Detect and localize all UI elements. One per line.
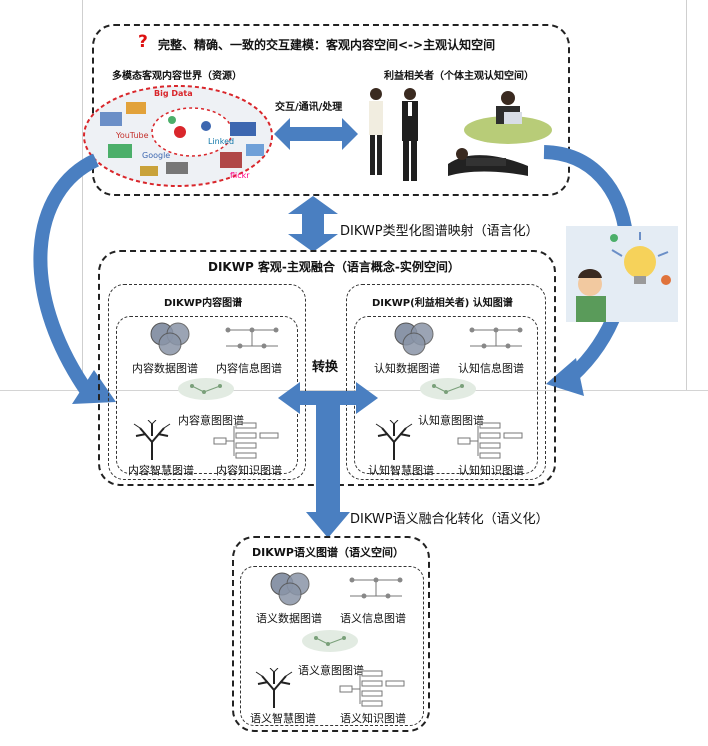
semantic-info-network-icon [349, 577, 403, 599]
semantic-intent-cloud-icon [302, 630, 358, 652]
mapping-arrow [288, 196, 338, 252]
semantic-inner [240, 566, 424, 726]
content-data-label: 内容数据图谱 [132, 362, 198, 375]
content-intent-label: 内容意图图谱 [178, 414, 244, 427]
content-info-network-icon [225, 327, 279, 349]
cognitive-wisdom-tree-icon [375, 420, 413, 460]
convert-label: 转换 [312, 360, 339, 375]
mapping-label: DIKWP类型化图谱映射（语言化） [340, 224, 539, 239]
cognitive-wisdom-label: 认知智慧图谱 [368, 464, 434, 477]
semantic-wisdom-label: 语义智慧图谱 [250, 712, 316, 725]
semantic-intent-label: 语义意图图谱 [298, 664, 364, 677]
conversion-arrows [278, 382, 378, 538]
cognitive-graph-panel [346, 284, 546, 480]
stakeholder-people [369, 88, 552, 181]
fusion-title: DIKWP 客观-主观融合（语言概念-实例空间） [208, 260, 460, 274]
cognitive-data-label: 认知数据图谱 [374, 362, 440, 375]
collage-word-linked: Linked [208, 137, 234, 146]
interaction-label: 交互/通讯/处理 [275, 102, 343, 113]
content-data-venn-icon [150, 322, 190, 356]
stakeholder-label: 利益相关者（个体主观认知空间） [384, 71, 534, 82]
content-intent-cloud-icon [178, 378, 234, 400]
content-knowledge-tree-icon [213, 422, 279, 459]
left-curve-arrow [33, 153, 116, 404]
content-wisdom-label: 内容智慧图谱 [128, 464, 194, 477]
semantic-label: DIKWP语义融合化转化（语义化） [350, 512, 549, 527]
content-info-label: 内容信息图谱 [216, 362, 282, 375]
collage-word-flickr: flickr [230, 171, 250, 180]
collage-word-youtube: YouTube [115, 131, 149, 140]
cognitive-info-label: 认知信息图谱 [458, 362, 524, 375]
collage-word-google: Google [142, 151, 170, 160]
top-title: 完整、精确、一致的交互建模：客观内容空间<->主观认知空间 [158, 38, 496, 52]
multimodal-collage: Big Data YouTube Google Linked flickr [83, 85, 273, 187]
semantic-title: DIKWP语义图谱（语义空间） [252, 546, 404, 559]
cognitive-graph-title: DIKWP(利益相关者) 认知图谱 [372, 298, 513, 309]
content-knowledge-label: 内容知识图谱 [216, 464, 282, 477]
page-frame-right [686, 0, 687, 390]
page-frame-left [82, 0, 83, 390]
cognitive-knowledge-label: 认知知识图谱 [458, 464, 524, 477]
thinking-person-image [566, 226, 678, 322]
semantic-info-label: 语义信息图谱 [340, 612, 406, 625]
semantic-box [232, 536, 430, 732]
cognitive-info-network-icon [469, 327, 523, 349]
content-wisdom-tree-icon [133, 420, 171, 460]
semantic-data-label: 语义数据图谱 [256, 612, 322, 625]
top-interaction-box [92, 24, 570, 196]
cognitive-data-venn-icon [394, 322, 434, 356]
collage-word-bigdata: Big Data [154, 89, 193, 98]
semantic-knowledge-label: 语义知识图谱 [340, 712, 406, 725]
content-graph-title: DIKWP内容图谱 [164, 298, 243, 309]
content-world-label: 多模态客观内容世界（资源） [112, 71, 242, 82]
content-graph-panel [108, 284, 306, 480]
cognitive-knowledge-tree-icon [457, 422, 523, 459]
interaction-arrow [274, 118, 358, 150]
semantic-knowledge-tree-icon [339, 670, 405, 707]
cognitive-intent-cloud-icon [420, 378, 476, 400]
question-icon: ? [138, 32, 148, 52]
cognitive-intent-label: 认知意图图谱 [418, 414, 484, 427]
semantic-data-venn-icon [270, 572, 310, 606]
semantic-wisdom-tree-icon [255, 668, 293, 708]
